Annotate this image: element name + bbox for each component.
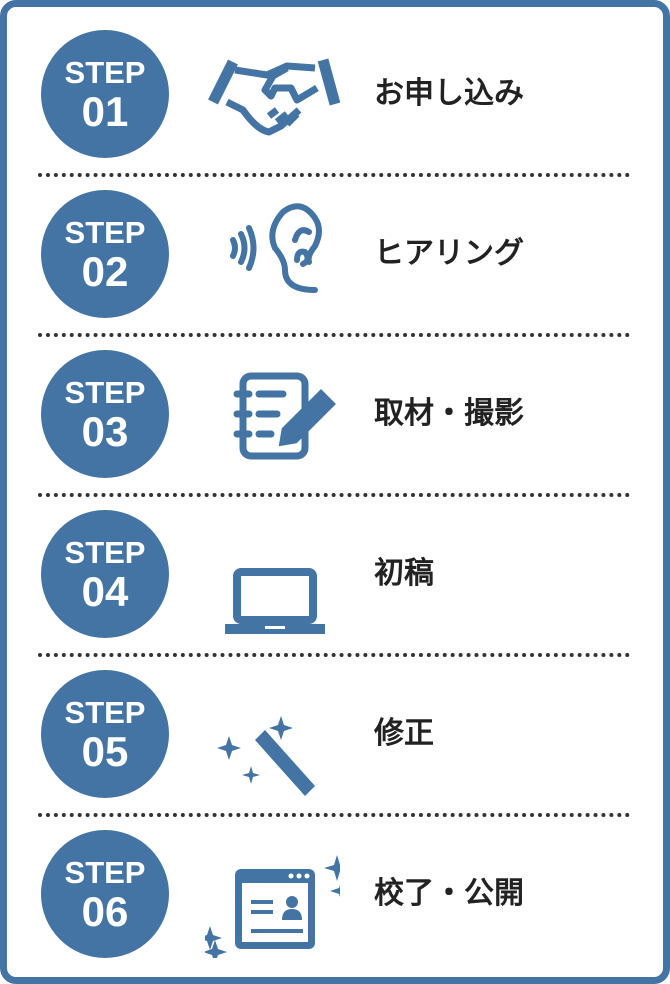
step-text: STEP	[64, 855, 146, 890]
step-number: 05	[81, 728, 129, 775]
step-number: 02	[81, 248, 129, 295]
step-text: STEP	[64, 695, 146, 730]
magic-wand-icon	[217, 716, 315, 796]
step-number: 06	[81, 888, 129, 935]
ear-icon	[230, 203, 322, 293]
step-text: STEP	[64, 215, 146, 250]
step-label: 初稿	[374, 556, 434, 591]
notepad-pencil-icon	[233, 372, 336, 460]
divider	[38, 333, 630, 337]
laptop-icon	[225, 568, 325, 634]
divider	[38, 173, 630, 177]
step-label: 校了・公開	[374, 876, 524, 911]
step-label: 取材・撮影	[374, 396, 524, 431]
step-number: 01	[81, 88, 129, 135]
handshake-icon	[208, 58, 340, 136]
divider	[38, 653, 630, 657]
step-label: 修正	[374, 716, 434, 751]
step-text: STEP	[64, 375, 146, 410]
divider	[38, 813, 630, 817]
step-label: ヒアリング	[374, 236, 524, 271]
step-label: お申し込み	[374, 76, 524, 111]
step-text: STEP	[64, 535, 146, 570]
step-number: 03	[81, 408, 129, 455]
step-number: 04	[81, 568, 129, 615]
step-text: STEP	[64, 55, 146, 90]
webpage-sparkle-icon	[205, 855, 340, 958]
divider	[38, 493, 630, 497]
